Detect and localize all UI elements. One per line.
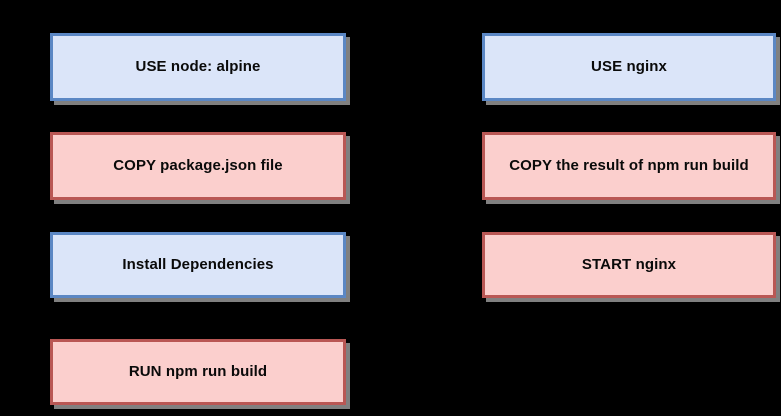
stage-box-label: COPY package.json file (113, 156, 283, 174)
stage-box-label: Install Dependencies (122, 255, 274, 273)
stage-box-use-nginx[interactable]: USE nginx (482, 33, 776, 101)
stage-box-label: USE node: alpine (135, 57, 261, 75)
stage-box-install-dependencies[interactable]: Install Dependencies (50, 232, 346, 298)
stage-box-run-npm-run-build[interactable]: RUN npm run build (50, 339, 346, 405)
stage-box-start-nginx[interactable]: START nginx (482, 232, 776, 298)
stage-box-use-node-alpine[interactable]: USE node: alpine (50, 33, 346, 101)
stage-box-label: START nginx (581, 255, 677, 273)
stage-box-copy-build-result[interactable]: COPY the result of npm run build (482, 132, 776, 200)
stage-box-copy-package-json[interactable]: COPY package.json file (50, 132, 346, 200)
stage-box-label: RUN npm run build (128, 362, 268, 380)
stage-box-label: COPY the result of npm run build (509, 156, 749, 174)
stage-box-label: USE nginx (591, 57, 667, 75)
